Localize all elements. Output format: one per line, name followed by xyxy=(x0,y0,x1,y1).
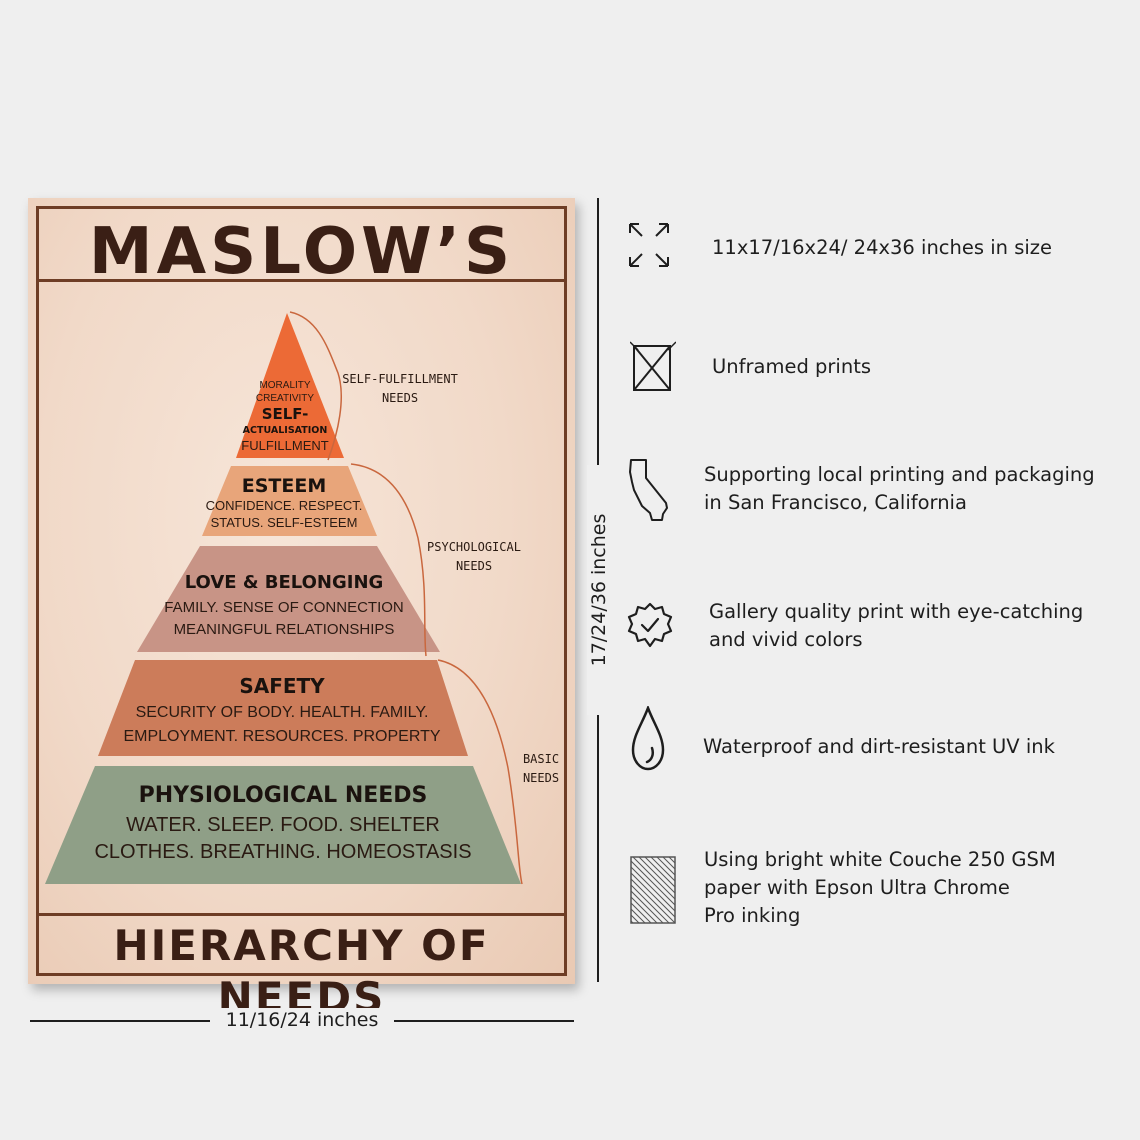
poster-title-divider xyxy=(36,279,567,282)
tier-1-line-1: MORALITY xyxy=(259,380,310,391)
self-fulfillment-bracket xyxy=(289,311,343,461)
tier-1-shape xyxy=(236,313,344,458)
tier-4-shape xyxy=(98,660,468,756)
feature-4-line-2: and vivid colors xyxy=(709,628,863,651)
psychological-bracket xyxy=(350,463,427,657)
height-dimension-label: 17/24/36 inches xyxy=(587,465,611,715)
pyramid-diagram: MORALITY CREATIVITY SELF- ACTUALISATION … xyxy=(45,311,559,885)
feature-4-line-1: Gallery quality print with eye-catching xyxy=(709,600,1084,623)
basic-bracket xyxy=(437,659,523,885)
poster-footer-divider xyxy=(36,913,567,916)
group-2-line-1: PSYCHOLOGICAL xyxy=(427,540,521,554)
tier-4-line-2: EMPLOYMENT. RESOURCES. PROPERTY xyxy=(123,728,440,745)
tier-5-line-2: CLOTHES. BREATHING. HOMEOSTASIS xyxy=(94,841,471,863)
group-2-line-2: NEEDS xyxy=(456,559,492,573)
feature-3-line-2: in San Francisco, California xyxy=(704,491,967,514)
feature-5-text: Waterproof and dirt-resistant UV ink xyxy=(703,733,1055,761)
feature-2-text: Unframed prints xyxy=(712,353,871,381)
feature-2-line-1: Unframed prints xyxy=(712,355,872,378)
feature-3-text: Supporting local printing and packaging … xyxy=(704,461,1095,517)
tier-3-line-2: MEANINGFUL RELATIONSHIPS xyxy=(174,621,395,638)
feature-3-line-1: Supporting local printing and packaging xyxy=(704,463,1095,486)
feature-6-line-2: paper with Epson Ultra Chrome xyxy=(704,876,1010,899)
group-1-line-2: NEEDS xyxy=(382,391,418,405)
tier-5-line-1: WATER. SLEEP. FOOD. SHELTER xyxy=(126,814,440,836)
tier-4-line-1: SECURITY OF BODY. HEALTH. FAMILY. xyxy=(136,704,429,721)
feature-5-line-1: Waterproof and dirt-resistant UV ink xyxy=(703,735,1055,758)
tier-5-heading: PHYSIOLOGICAL NEEDS xyxy=(139,783,428,808)
poster-title: MASLOW’S xyxy=(88,215,515,289)
feature-6-line-3: Pro inking xyxy=(704,904,801,927)
unframed-frame-icon xyxy=(630,341,676,391)
feature-1-line-1: 11x17/16x24/ 24x36 inches in size xyxy=(712,236,1053,259)
tier-1-line-3: ACTUALISATION xyxy=(243,425,328,436)
feature-6-text: Using bright white Couche 250 GSM paper … xyxy=(704,846,1056,930)
tier-2-line-2: STATUS. SELF-ESTEEM xyxy=(211,515,358,530)
tier-1-line-2: CREATIVITY xyxy=(256,393,314,404)
tier-3-shape xyxy=(137,546,440,652)
group-3-line-2: NEEDS xyxy=(523,771,559,785)
tier-4-heading: SAFETY xyxy=(239,674,325,698)
tier-5-shape xyxy=(45,766,521,884)
tier-3-heading: LOVE & BELONGING xyxy=(185,572,384,593)
feature-6-line-1: Using bright white Couche 250 GSM xyxy=(704,848,1056,871)
poster-image: MASLOW’S HIERARCHY OF NEEDS MORALITY CRE… xyxy=(28,198,575,1022)
california-map-icon xyxy=(629,459,668,521)
group-1-line-1: SELF-FULFILLMENT xyxy=(342,372,458,386)
tier-2-shape xyxy=(202,466,377,536)
tier-1-line-4: FULFILLMENT xyxy=(241,438,328,453)
expand-arrows-icon xyxy=(629,223,669,267)
tier-3-line-1: FAMILY. SENSE OF CONNECTION xyxy=(164,599,404,616)
poster-frame xyxy=(36,206,567,976)
group-3-line-1: BASIC xyxy=(523,752,559,766)
width-dimension-label: 11/16/24 inches xyxy=(210,1008,394,1032)
feature-1-text: 11x17/16x24/ 24x36 inches in size xyxy=(712,234,1052,262)
tier-2-line-1: CONFIDENCE. RESPECT. xyxy=(206,498,363,513)
feature-4-text: Gallery quality print with eye-catching … xyxy=(709,598,1083,654)
tier-2-heading: ESTEEM xyxy=(242,475,327,497)
quality-badge-icon xyxy=(627,602,673,648)
tier-1-heading: SELF- xyxy=(262,405,309,423)
paper-texture-icon xyxy=(630,856,676,924)
water-drop-icon xyxy=(631,706,665,771)
